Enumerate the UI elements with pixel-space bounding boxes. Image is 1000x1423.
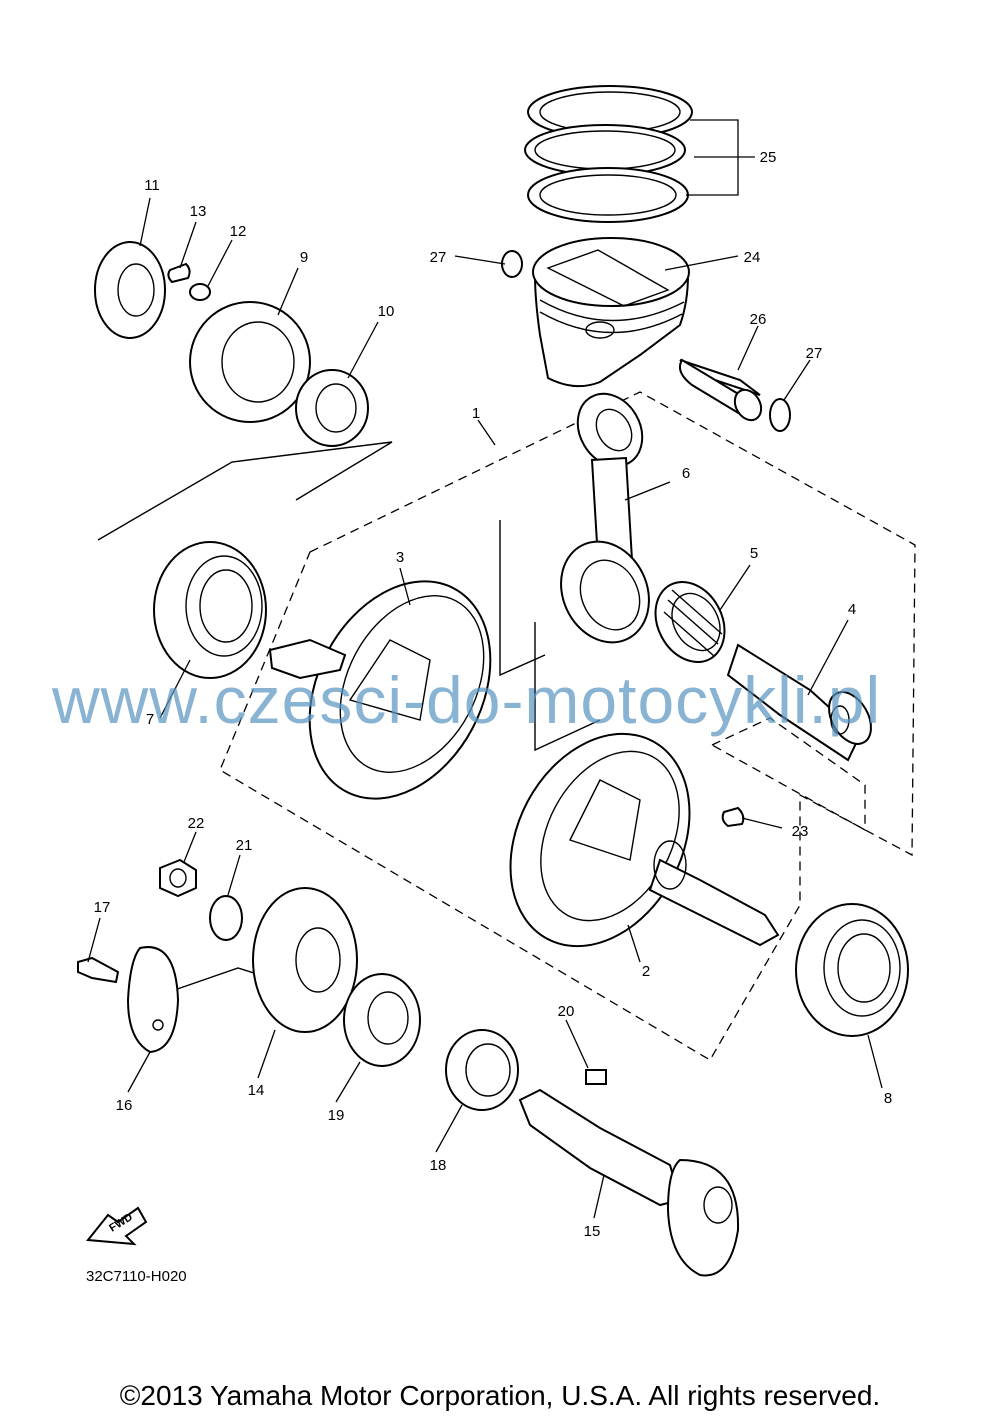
callout-27-right: 27 [806,345,823,362]
fwd-arrow-icon: FWD [86,1206,148,1246]
callout-12: 12 [230,223,247,240]
pin-13 [167,262,191,284]
copyright-notice: ©2013 Yamaha Motor Corporation, U.S.A. A… [119,1380,881,1411]
crank-wheel-left [268,580,492,800]
nut-22 [159,858,197,898]
callout-23: 23 [792,823,809,840]
crank-wheel-right [509,732,780,948]
callout-21: 21 [236,837,253,854]
callout-25: 25 [760,149,777,166]
callout-5: 5 [750,545,758,562]
pin-bracket [534,622,601,752]
plate-11 [94,241,166,339]
spring-12 [189,283,211,301]
bushing-10 [295,369,369,447]
callout-10: 10 [378,303,395,320]
weight-16 [126,946,180,1054]
callout-20: 20 [558,1003,575,1020]
callout-13: 13 [190,203,207,220]
callout-labels: 1 2 3 4 5 6 7 8 9 10 11 12 13 14 15 16 1… [94,149,893,1240]
leader-lines [87,197,883,1219]
callout-1: 1 [472,405,480,422]
callout-18: 18 [430,1157,447,1174]
gear-9 [189,301,311,423]
assembly-bracket-left [97,441,393,541]
callout-17: 17 [94,899,111,916]
callout-27-left: 27 [430,249,447,266]
subgroup-outline [710,717,866,832]
callout-3: 3 [396,549,404,566]
callout-14: 14 [248,1082,265,1099]
key-20 [585,1069,607,1085]
bearing-18 [445,1029,519,1111]
connecting-rod [560,392,650,644]
callout-6: 6 [682,465,690,482]
callout-16: 16 [116,1097,133,1114]
gear-14 [252,887,358,1033]
balancer-shaft-15 [518,1088,740,1277]
callout-19: 19 [328,1107,345,1124]
callout-26: 26 [750,311,767,328]
callout-15: 15 [584,1223,601,1240]
bearing-19 [343,973,421,1067]
clip-right [769,398,791,432]
piston [532,237,690,388]
callout-22: 22 [188,815,205,832]
assembly-1-outline [219,391,916,1061]
piston-pin [679,358,763,422]
callout-7: 7 [146,711,154,728]
bolt-17 [77,956,120,984]
piston-rings [524,85,755,223]
callout-4: 4 [848,601,856,618]
bearing-8 [795,903,909,1037]
bearing-7 [153,541,267,679]
washer-21 [209,895,243,941]
watermark-url: www.czesci-do-motocykli.pl [52,663,882,737]
diagram-code: 32C7110-H020 [86,1268,187,1285]
callout-24: 24 [744,249,761,266]
needle-bearing [654,580,726,664]
callout-2: 2 [642,963,650,980]
callout-9: 9 [300,249,308,266]
rod-bracket [499,520,546,677]
woodruff-key [721,806,745,828]
gear-bracket [159,967,261,996]
callout-11: 11 [144,177,160,194]
callout-8: 8 [884,1090,892,1107]
